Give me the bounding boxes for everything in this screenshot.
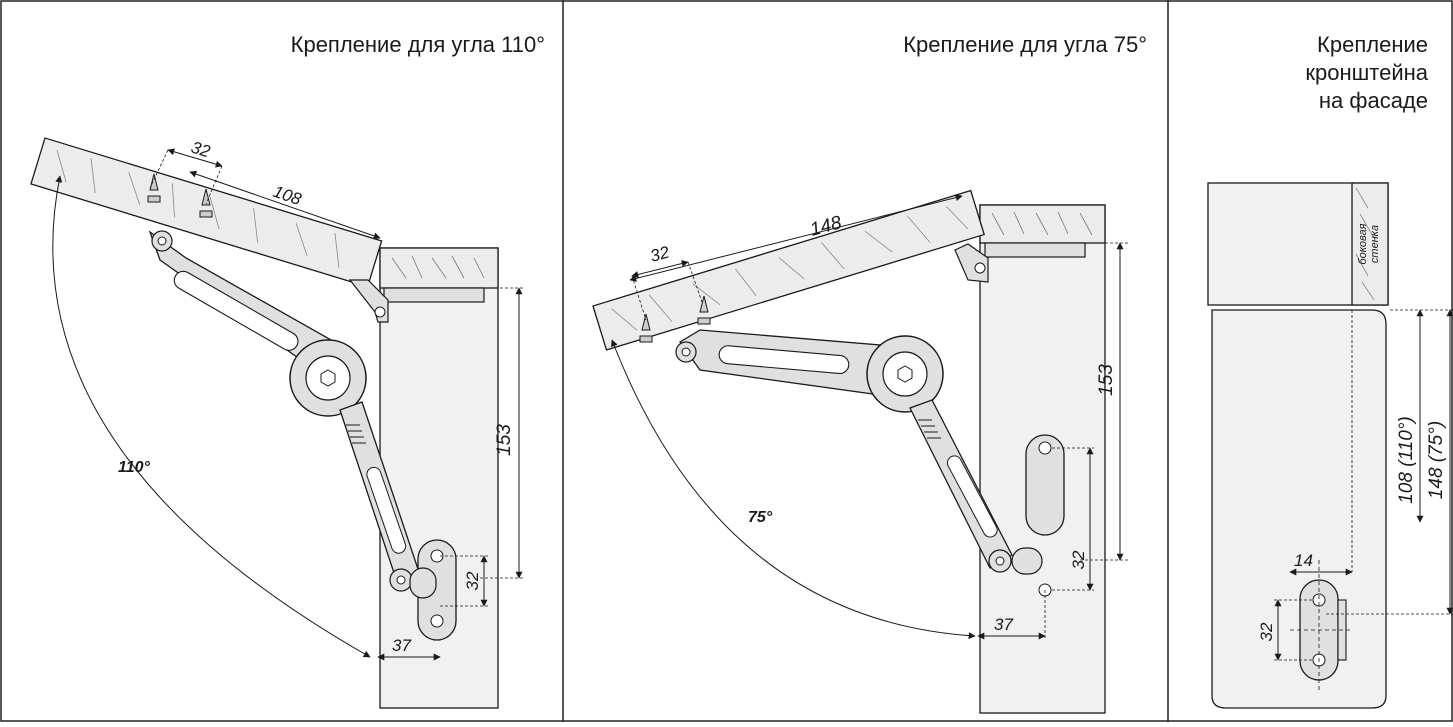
facade-bracket-75 bbox=[1025, 434, 1065, 536]
side-wall-edge bbox=[1351, 182, 1389, 306]
hinge-base-75 bbox=[984, 242, 1086, 258]
angle-label-75: 75° bbox=[748, 509, 773, 526]
panel-title-110: Крепление для угла 110° bbox=[291, 32, 545, 57]
dim-148-75: 148 (75°) bbox=[1426, 421, 1447, 499]
cabinet-top-wood-75 bbox=[979, 204, 1106, 244]
facade-board bbox=[1211, 309, 1387, 709]
dim-32-bracket-75: 32 bbox=[1069, 550, 1088, 569]
dim-37: 37 bbox=[392, 636, 411, 655]
panel-75: Крепление для угла 75° 148 bbox=[592, 32, 1147, 714]
dim-32-lid: 32 bbox=[189, 138, 213, 162]
side-wall-label-line1: боковая bbox=[1357, 223, 1369, 264]
dim-108-110: 108 (110°) bbox=[1396, 416, 1417, 504]
hinge-base-110 bbox=[383, 287, 485, 303]
angle-arc-75 bbox=[611, 339, 976, 640]
panel-110: Крепление для угла 110° bbox=[30, 32, 545, 709]
panel-title-facade-line1: Крепление bbox=[1317, 32, 1428, 57]
panel-title-75: Крепление для угла 75° bbox=[903, 32, 1147, 57]
angle-label-110: 110° bbox=[118, 459, 151, 476]
dim-32-lid-75: 32 bbox=[648, 242, 672, 265]
dim-14: 14 bbox=[1294, 551, 1313, 570]
dim-153-75: 153 bbox=[1096, 364, 1117, 396]
dim-37-75: 37 bbox=[994, 615, 1013, 634]
dim-32-bracket: 32 bbox=[463, 571, 482, 590]
dim-108: 108 bbox=[271, 182, 305, 209]
lid-75 bbox=[592, 189, 986, 351]
screw-icon bbox=[697, 295, 711, 325]
angle-arc-110 bbox=[52, 175, 371, 658]
dim-32-facade: 32 bbox=[1257, 622, 1276, 641]
panel-facade: Крепление кронштейна на фасаде боковая с… bbox=[1207, 32, 1453, 709]
panel-title-facade-line3: на фасаде bbox=[1319, 88, 1428, 113]
dim-153: 153 bbox=[494, 424, 515, 456]
side-wall-label-line2: стенка bbox=[1369, 225, 1381, 263]
panel-title-facade-line2: кронштейна bbox=[1305, 60, 1428, 85]
